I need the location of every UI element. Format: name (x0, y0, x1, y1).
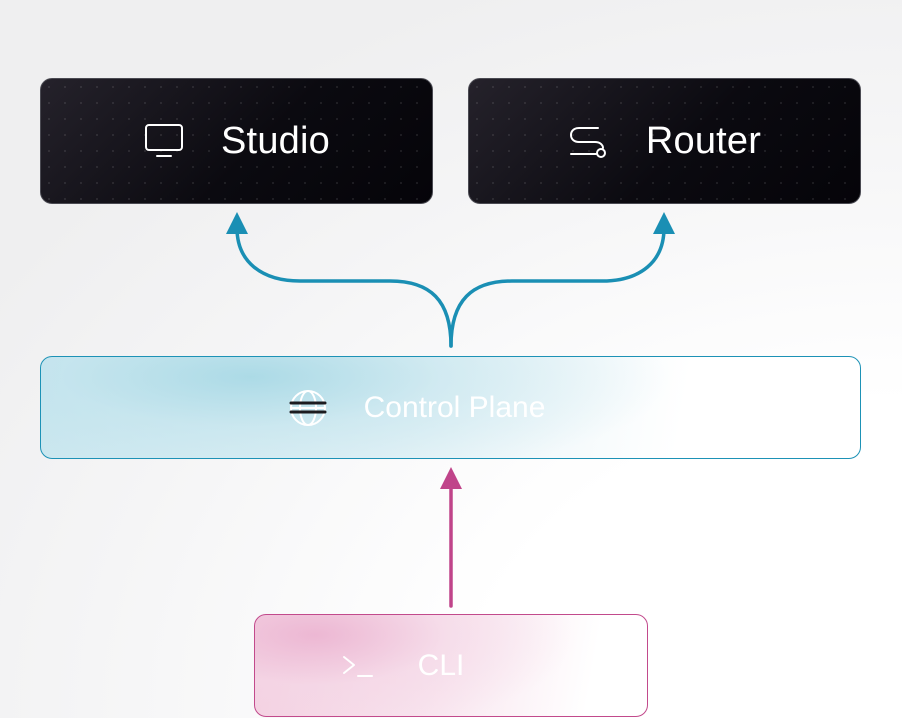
terminal-icon (338, 646, 378, 686)
cli-label: CLI (417, 648, 465, 682)
monitor-icon (143, 120, 185, 162)
arrowhead-control-plane (440, 467, 462, 489)
studio-node[interactable]: Studio (40, 78, 433, 204)
router-label: Router (645, 119, 762, 162)
studio-label: Studio (221, 119, 330, 162)
control-plane-node[interactable]: Control Plane (40, 356, 861, 459)
edge-control-plane-to-router (449, 226, 666, 348)
arrowhead-router (653, 212, 675, 234)
router-node[interactable]: Router (468, 78, 861, 204)
fork-connector (235, 226, 666, 348)
globe-icon (286, 386, 330, 430)
cli-node[interactable]: CLI (254, 614, 648, 717)
arrowhead-studio (226, 212, 248, 234)
edge-control-plane-to-studio (235, 226, 453, 348)
route-icon (568, 120, 610, 162)
control-plane-label: Control Plane (363, 390, 546, 424)
